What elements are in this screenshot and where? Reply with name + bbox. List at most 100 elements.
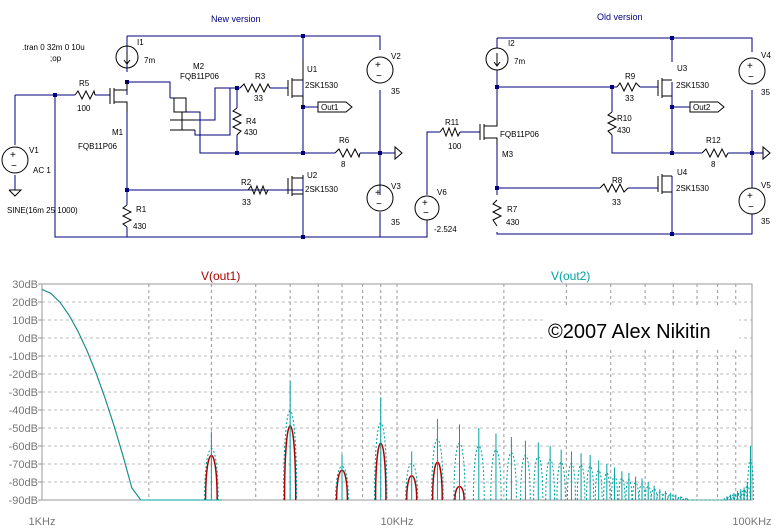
directive-op[interactable]: ;op [50, 54, 62, 63]
legend-vout2[interactable]: V(out2) [551, 269, 590, 283]
directive-tran[interactable]: .tran 0 32m 0 10u [22, 43, 85, 52]
voltage-source-v6[interactable]: + − V6 -2.524 [414, 188, 457, 234]
copyright-text: ©2007 Alex Nikitin [548, 321, 711, 343]
resistor-r2[interactable]: R2 33 [241, 178, 269, 207]
v4-label: V4 [761, 51, 771, 60]
v6-label: V6 [437, 188, 447, 197]
current-source-i1[interactable]: I1 7m [115, 38, 155, 69]
m1-model: FQB11P06 [78, 142, 118, 151]
v4-value: 35 [761, 88, 770, 97]
u3-label: U3 [677, 64, 688, 73]
v6-wires [420, 131, 440, 238]
r3-value: 33 [254, 94, 263, 103]
r9-label: R9 [625, 72, 636, 81]
r8-value: 33 [612, 198, 621, 207]
x-tick-label: 100KHz [732, 516, 771, 528]
resistor-r9[interactable]: R9 33 [616, 72, 641, 103]
u1-model: 2SK1530 [305, 81, 338, 90]
voltage-source-v5[interactable]: + − V5 35 [738, 181, 771, 226]
v1-source: SINE(16m 25 1000) [7, 206, 78, 215]
x-axis-ticks: 1KHz 10KHz 100KHz [29, 516, 772, 528]
trace-segment [603, 472, 611, 501]
legend-vout1[interactable]: V(out1) [201, 269, 240, 283]
y-tick-label: -60dB [9, 441, 38, 453]
trace-segment [667, 494, 675, 501]
y-tick-label: 0dB [18, 333, 38, 345]
y-tick-label: -40dB [9, 405, 38, 417]
resistor-r8[interactable]: R8 33 [599, 176, 629, 207]
current-source-i2[interactable]: I2 7m [485, 39, 525, 71]
y-tick-label: 30dB [12, 279, 38, 291]
y-tick-label: 10dB [12, 315, 38, 327]
r1-label: R1 [136, 205, 147, 214]
voltage-source-v1[interactable]: + − V1 AC 1 SINE(16m 25 1000) [1, 146, 78, 215]
svg-text:+: + [10, 150, 16, 161]
svg-text:−: − [376, 199, 382, 210]
trace-segment [472, 445, 485, 501]
y-tick-label: -50dB [9, 423, 38, 435]
v2-label: V2 [391, 52, 401, 61]
resistor-r12[interactable]: R12 8 [701, 136, 771, 169]
fft-plot-pane[interactable]: 30dB20dB10dB0dB-10dB-20dB-30dB-40dB-50dB… [0, 262, 777, 529]
mosfet-u3[interactable]: U3 2SK1530 [657, 64, 709, 98]
net-label-out1[interactable]: Out1 [317, 101, 353, 113]
trace-segment [533, 456, 544, 501]
resistor-r11[interactable]: R11 100 [439, 118, 462, 151]
new-version-nodes [53, 34, 382, 239]
trace-segment [41, 288, 222, 501]
resistor-r1[interactable]: R1 430 [121, 204, 147, 231]
r9-value: 33 [625, 94, 634, 103]
svg-text:−: − [748, 202, 754, 213]
u2-label: U2 [307, 171, 318, 180]
voltage-source-v3[interactable]: + − V3 35 [366, 182, 401, 227]
u1-label: U1 [307, 65, 318, 74]
mosfet-m1[interactable]: M1 FQB11P06 [78, 80, 128, 151]
resistor-r5[interactable]: R5 100 [74, 79, 96, 113]
i2-value: 7m [514, 57, 525, 66]
mosfet-u1[interactable]: U1 2SK1530 [287, 60, 338, 107]
u3-model: 2SK1530 [676, 81, 709, 90]
r4-label: R4 [246, 117, 257, 126]
trace-segment [632, 481, 640, 501]
mosfet-u2[interactable]: U2 2SK1530 [287, 171, 338, 196]
v1-value: AC 1 [33, 166, 51, 175]
x-tick-label: 10KHz [380, 516, 413, 528]
resistor-r6[interactable]: R6 8 [334, 136, 403, 169]
y-tick-label: -70dB [9, 459, 38, 471]
voltage-source-v4[interactable]: + − V4 35 [738, 51, 771, 97]
u2-model: 2SK1530 [305, 185, 338, 194]
resistor-r7[interactable]: R7 430 [491, 199, 520, 227]
out2-text: Out2 [693, 103, 711, 112]
u4-model: 2SK1530 [676, 184, 709, 193]
trace-segment [733, 492, 741, 501]
trace-segment [661, 492, 669, 501]
v5-label: V5 [761, 181, 771, 190]
svg-text:−: − [376, 71, 382, 82]
m2-label: M2 [193, 62, 205, 71]
resistor-r4[interactable]: R4 430 [231, 107, 258, 137]
v6-value: -2.524 [434, 225, 457, 234]
svg-text:+: + [422, 198, 428, 209]
resistor-r3[interactable]: R3 33 [239, 72, 271, 103]
y-axis-ticks: 30dB20dB10dB0dB-10dB-20dB-30dB-40dB-50dB… [9, 279, 42, 507]
voltage-source-v2[interactable]: + − V2 35 [366, 52, 401, 96]
plot-traces [41, 288, 754, 501]
mosfet-u4[interactable]: U4 2SK1530 [657, 168, 709, 194]
r2-value: 33 [242, 198, 251, 207]
mosfet-m2[interactable]: M2 FQB11P06 [170, 62, 220, 131]
trace-segment [682, 498, 690, 501]
trace-segment [335, 466, 349, 501]
r5-label: R5 [79, 79, 90, 88]
m1-label: M1 [112, 128, 124, 137]
y-tick-label: -10dB [9, 351, 38, 363]
trace-segment [586, 465, 595, 501]
resistor-r10[interactable]: R10 430 [606, 111, 632, 136]
schematic-canvas[interactable]: New version Old version .tran 0 32m 0 10… [0, 0, 777, 262]
net-label-out2[interactable]: Out2 [689, 101, 725, 113]
r11-label: R11 [445, 118, 460, 127]
mosfet-m3[interactable]: FQB11P06 M3 [479, 120, 540, 159]
x-tick-label: 1KHz [29, 516, 56, 528]
r5-value: 100 [77, 104, 91, 113]
trace-segment [730, 494, 738, 501]
